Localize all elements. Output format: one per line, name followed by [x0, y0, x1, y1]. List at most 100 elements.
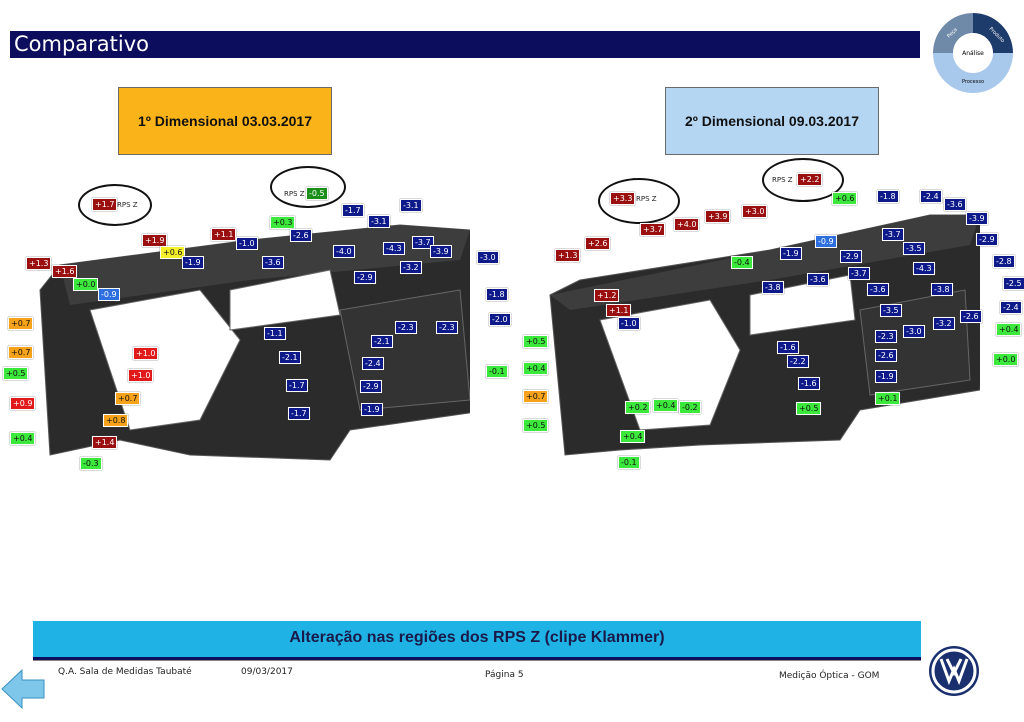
footer-page: Página 5 — [485, 670, 524, 680]
dim2-measurement-tag: -2.5 — [1003, 277, 1024, 290]
dim1-measurement-tag: -3.0 — [477, 251, 499, 264]
dim1-measurement-tag: -3.7 — [412, 236, 434, 249]
dim2-measurement-tag: +3.0 — [742, 205, 768, 218]
wheel-seg-processo: Processo — [962, 79, 984, 85]
dim2-measurement-tag: -1.9 — [780, 247, 802, 260]
dim2-measurement-tag: +1.3 — [555, 249, 581, 262]
dim1-measurement-tag: +1.3 — [26, 257, 52, 270]
dim2-measurement-tag: +0.5 — [523, 419, 549, 432]
dim2-measurement-tag: -1.9 — [875, 370, 897, 383]
dim2-measurement-tag: +0.5 — [523, 335, 549, 348]
rps-label-left-2: RPS Z — [636, 195, 657, 203]
rps-value-left: +1.7 — [92, 198, 118, 211]
dim2-measurement-tag: +1.2 — [594, 289, 620, 302]
dim2-measurement-tag: -2.9 — [840, 250, 862, 263]
dashboard-panel-2: +3.3 RPS Z RPS Z +2.2 +1.3+2.6+3.7+4.0+3… — [510, 158, 1024, 490]
dim2-measurement-tag: -2.4 — [1000, 301, 1022, 314]
dim1-measurement-tag: +1.9 — [142, 234, 168, 247]
dim1-measurement-tag: +0.0 — [73, 278, 99, 291]
dim2-measurement-tag: -3.5 — [880, 304, 902, 317]
dim2-measurement-tag: -3.2 — [933, 317, 955, 330]
dim2-measurement-tag: -3.7 — [848, 267, 870, 280]
dim1-measurement-tag: +1.4 — [92, 436, 118, 449]
dim2-measurement-tag: -3.5 — [903, 242, 925, 255]
dim2-measurement-tag: -0.2 — [679, 401, 701, 414]
dim2-measurement-tag: +4.0 — [674, 218, 700, 231]
dim1-measurement-tag: -3.1 — [400, 199, 422, 212]
dim1-measurement-tag: -1.7 — [286, 379, 308, 392]
dim1-measurement-tag: -2.4 — [362, 357, 384, 370]
dim2-measurement-tag: +2.6 — [585, 237, 611, 250]
page-title: Comparativo — [14, 32, 150, 56]
dim1-measurement-tag: -3.1 — [368, 215, 390, 228]
dim1-measurement-tag: -2.3 — [395, 321, 417, 334]
dim1-measurement-tag: -3.9 — [430, 245, 452, 258]
dim1-measurement-tag: -0.3 — [80, 457, 102, 470]
footer-left: Q.A. Sala de Medidas Taubaté — [58, 667, 192, 677]
dim1-measurement-tag: +0.3 — [270, 216, 296, 229]
dim1-measurement-tag: -0.9 — [98, 288, 120, 301]
footer-date: 09/03/2017 — [241, 667, 293, 677]
dim2-measurement-tag: +3.9 — [705, 210, 731, 223]
rps-ring-left — [78, 184, 152, 226]
dim1-measurement-tag: -4.3 — [383, 242, 405, 255]
rps-label-right-2: RPS Z — [772, 176, 793, 184]
process-wheel-icon: Análise Peça Produto Processo — [933, 13, 1013, 93]
dim2-measurement-tag: -3.8 — [931, 283, 953, 296]
vw-logo-icon — [929, 646, 979, 696]
dim2-measurement-tag: +0.4 — [653, 399, 679, 412]
dim1-measurement-tag: -0.1 — [486, 365, 508, 378]
dim1-measurement-tag: -1.1 — [264, 327, 286, 340]
dim2-measurement-tag: +0.1 — [875, 392, 901, 405]
dim2-measurement-tag: -0.1 — [618, 456, 640, 469]
back-arrow-icon[interactable] — [0, 668, 46, 710]
dim1-measurement-tag: +0.9 — [10, 397, 36, 410]
rps-value-right-2: +2.2 — [797, 173, 823, 186]
dim2-measurement-tag: -3.6 — [944, 198, 966, 211]
dim1-measurement-tag: +0.7 — [115, 392, 141, 405]
dim2-measurement-tag: -3.6 — [807, 273, 829, 286]
dim1-measurement-tag: +0.7 — [8, 317, 34, 330]
dim2-measurement-tag: -2.9 — [976, 233, 998, 246]
wheel-center-label: Análise — [962, 50, 984, 57]
dim1-measurement-tag: -2.1 — [279, 351, 301, 364]
dim2-measurement-tag: -1.0 — [618, 317, 640, 330]
dim2-measurement-tag: -0.9 — [815, 235, 837, 248]
dim1-measurement-tag: +0.7 — [8, 346, 34, 359]
banner-text: Alteração nas regiões dos RPS Z (clipe K… — [289, 629, 665, 646]
dim1-measurement-tag: -3.6 — [262, 256, 284, 269]
dim1-measurement-tag: +1.0 — [133, 347, 159, 360]
dim1-measurement-tag: +0.4 — [10, 432, 36, 445]
dim1-measurement-tag: -2.3 — [436, 321, 458, 334]
rps-label-left: RPS Z — [117, 201, 138, 209]
dim2-measurement-tag: +1.1 — [606, 304, 632, 317]
dim2-measurement-tag: +0.4 — [523, 362, 549, 375]
dim1-measurement-tag: -2.6 — [290, 229, 312, 242]
dim1-measurement-tag: -1.0 — [236, 237, 258, 250]
dim1-measurement-tag: -1.8 — [486, 288, 508, 301]
footer-divider — [33, 660, 921, 661]
dim2-measurement-tag: +0.2 — [625, 401, 651, 414]
dimensional-1-label: 1º Dimensional 03.03.2017 — [118, 87, 332, 155]
dim2-measurement-tag: -2.6 — [875, 349, 897, 362]
dim2-measurement-tag: -1.8 — [877, 190, 899, 203]
dim1-measurement-tag: -2.9 — [360, 380, 382, 393]
dim2-measurement-tag: +0.7 — [523, 390, 549, 403]
dim1-measurement-tag: -2.1 — [371, 335, 393, 348]
dim2-measurement-tag: +0.6 — [832, 192, 858, 205]
dim1-measurement-tag: +0.8 — [103, 414, 129, 427]
dim1-measurement-tag: -2.9 — [354, 271, 376, 284]
dim2-measurement-tag: +0.5 — [796, 402, 822, 415]
dim2-measurement-tag: -3.7 — [882, 228, 904, 241]
dim2-measurement-tag: -0.4 — [731, 256, 753, 269]
dim1-measurement-tag: -1.9 — [361, 403, 383, 416]
dim1-measurement-tag: +1.0 — [128, 369, 154, 382]
dim2-measurement-tag: +3.7 — [640, 223, 666, 236]
dim1-measurement-tag: -4.0 — [333, 245, 355, 258]
dim1-measurement-tag: -1.7 — [342, 204, 364, 217]
title-bar: Comparativo — [10, 31, 920, 58]
dim1-measurement-tag: -3.2 — [400, 261, 422, 274]
dim2-measurement-tag: -3.6 — [867, 283, 889, 296]
rps-ring-right — [270, 166, 346, 208]
footer-right: Medição Óptica - GOM — [779, 671, 880, 681]
